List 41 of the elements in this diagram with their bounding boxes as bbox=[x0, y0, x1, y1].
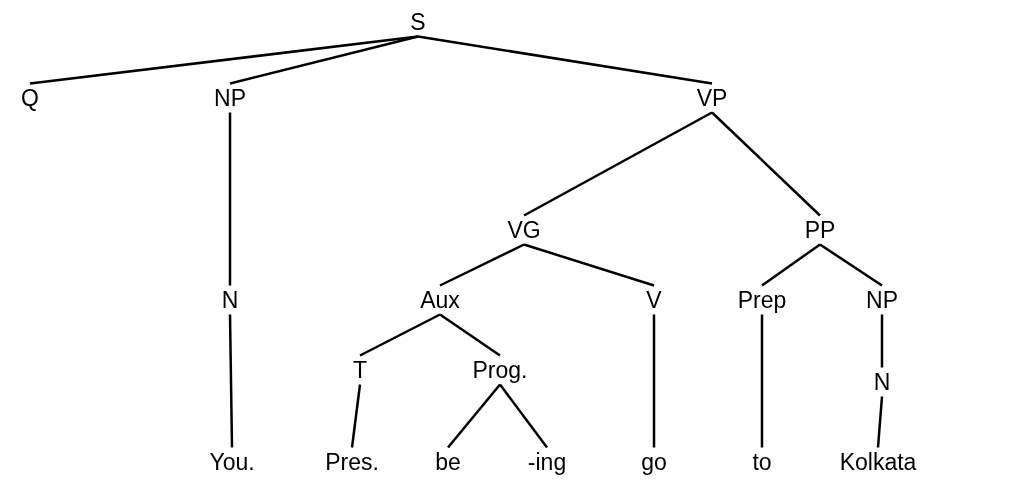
tree-branch bbox=[229, 35, 419, 85]
tree-branch bbox=[29, 35, 419, 85]
tree-branch bbox=[499, 383, 548, 449]
tree-label: Q bbox=[21, 85, 39, 111]
tree-label: go bbox=[641, 449, 667, 475]
tree-branch bbox=[819, 243, 883, 287]
tree-branch bbox=[711, 111, 821, 217]
tree-branch bbox=[350, 384, 362, 448]
tree-branch bbox=[761, 243, 821, 287]
tree-label: VP bbox=[696, 85, 728, 111]
tree-label: Prep bbox=[737, 287, 787, 313]
tree-branch bbox=[439, 243, 525, 287]
tree-branch bbox=[652, 314, 656, 448]
tree-label: NP bbox=[214, 85, 246, 111]
tree-label: PP bbox=[804, 217, 836, 243]
tree-branch bbox=[228, 112, 232, 286]
tree-label: T bbox=[352, 357, 368, 383]
tree-branch bbox=[880, 314, 884, 368]
tree-label: VG bbox=[507, 217, 541, 243]
tree-label: NP bbox=[866, 287, 898, 313]
tree-label: N bbox=[873, 369, 891, 395]
tree-branch bbox=[359, 313, 441, 357]
tree-label: You. bbox=[209, 449, 255, 475]
tree-label: -ing bbox=[527, 449, 567, 475]
tree-branch bbox=[760, 314, 764, 448]
tree-label: Prog. bbox=[472, 357, 528, 383]
tree-label: Pres. bbox=[325, 449, 379, 475]
tree-label: Kolkata bbox=[839, 449, 917, 475]
tree-branch bbox=[417, 35, 713, 85]
tree-label: N bbox=[221, 287, 239, 313]
tree-branch bbox=[876, 396, 884, 448]
tree-label: Aux bbox=[420, 287, 460, 313]
tree-branch bbox=[523, 111, 713, 217]
tree-label: S bbox=[410, 9, 426, 35]
tree-label: be bbox=[435, 449, 461, 475]
tree-label: V bbox=[646, 287, 662, 313]
tree-branch bbox=[523, 243, 655, 287]
tree-branch bbox=[439, 313, 501, 357]
tree-branch bbox=[447, 383, 501, 449]
tree-label: to bbox=[752, 449, 772, 475]
tree-branch bbox=[228, 314, 234, 448]
